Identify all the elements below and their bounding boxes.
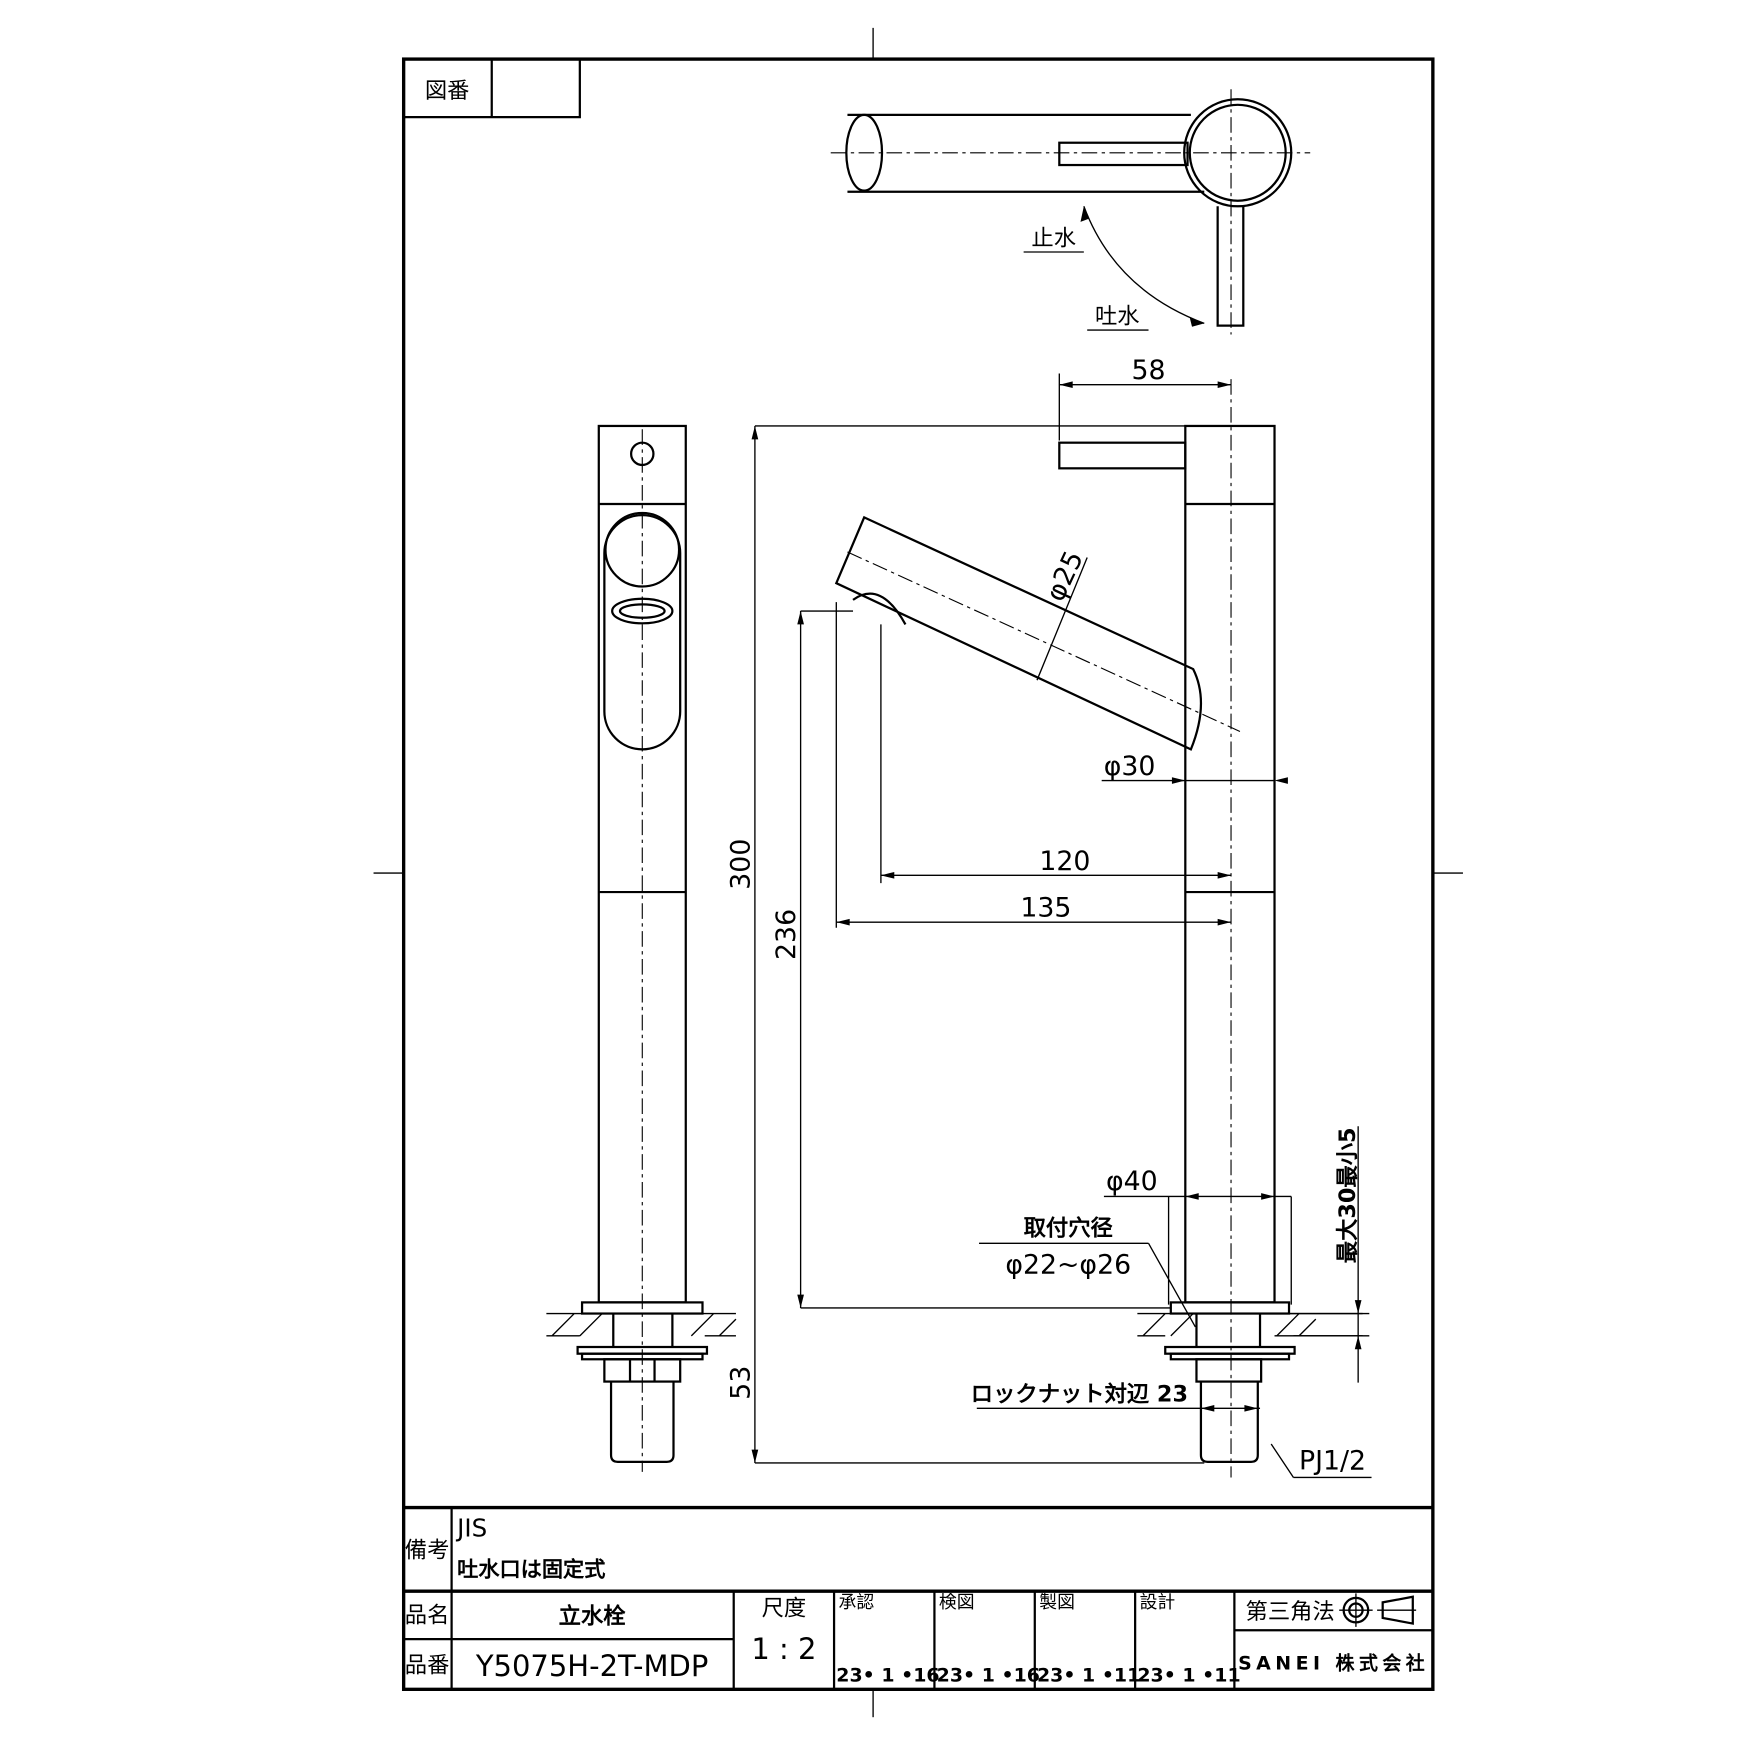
product-number-label: 品番: [405, 1653, 450, 1679]
locknut-label: ロックナット対辺 23: [971, 1382, 1188, 1408]
scale-value: 1 : 2: [751, 1632, 816, 1666]
signoff-date: 23• 1 •11: [1037, 1665, 1140, 1687]
remark-fixed-spout: 吐水口は固定式: [457, 1557, 605, 1582]
remark-jis: JIS: [455, 1514, 487, 1543]
title-block: 備考 JIS 吐水口は固定式 品名 立水栓 品番 Y5075H-2T-MDP 尺…: [403, 1505, 1433, 1690]
mount-hole-label: 取付穴径: [1024, 1214, 1113, 1241]
dim-58: 58: [1131, 355, 1165, 386]
dimensions: 58 φ25 φ30 120 135 300 236 53 φ40 取付穴径 φ…: [725, 355, 1372, 1479]
drawing-number-label: 図番: [425, 78, 470, 104]
discharge-label: 吐水: [1095, 303, 1140, 329]
dim-135: 135: [1020, 893, 1071, 924]
top-view: 止水 吐水: [830, 89, 1311, 335]
product-name: 立水栓: [559, 1603, 627, 1630]
counter-thickness: 最大30最小5: [1335, 1127, 1361, 1263]
frame: [373, 27, 1463, 1718]
dim-phi25: φ25: [1040, 546, 1090, 606]
signoff-date: 23• 1 •16: [836, 1665, 939, 1687]
signoff-date: 23• 1 •11: [1137, 1665, 1240, 1687]
signoff-label: 検図: [939, 1592, 975, 1613]
thread-label: PJ1/2: [1299, 1446, 1366, 1477]
drawing-number-box: 図番: [403, 59, 581, 119]
scale-label: 尺度: [762, 1596, 807, 1622]
mount-hole-value: φ22~φ26: [1005, 1249, 1131, 1280]
projection-label: 第三角法: [1246, 1599, 1335, 1625]
signoff-label: 製図: [1039, 1592, 1075, 1613]
signoff-label: 設計: [1140, 1592, 1176, 1613]
dim-53: 53: [725, 1366, 756, 1400]
remarks-label: 備考: [405, 1538, 450, 1564]
signoff-label: 承認: [839, 1592, 875, 1613]
dim-phi40: φ40: [1106, 1166, 1158, 1197]
stop-label: 止水: [1031, 225, 1076, 251]
dim-236: 236: [771, 909, 802, 960]
company-name: SANEI 株式会社: [1238, 1651, 1429, 1674]
product-name-label: 品名: [405, 1602, 450, 1628]
dim-phi30: φ30: [1104, 751, 1156, 782]
dim-120: 120: [1039, 846, 1090, 877]
third-angle-projection-icon: [1339, 1593, 1417, 1627]
dim-300: 300: [725, 839, 756, 890]
signoff-date: 23• 1 •16: [937, 1665, 1040, 1687]
product-number: Y5075H-2T-MDP: [475, 1649, 708, 1683]
front-view: [834, 379, 1363, 1478]
side-view: [546, 424, 737, 1472]
